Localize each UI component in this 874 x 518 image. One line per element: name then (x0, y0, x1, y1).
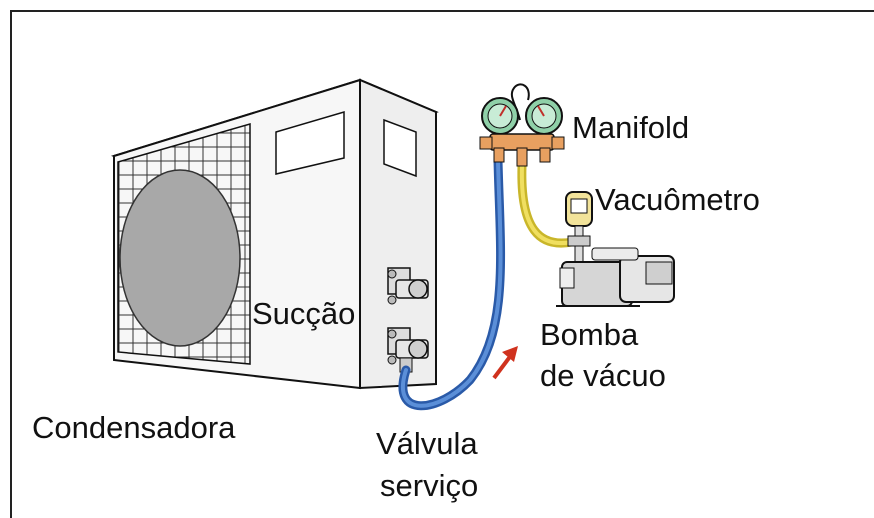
label-manifold: Manifold (572, 110, 690, 145)
condenser-fan (119, 169, 241, 347)
frame-left-border (10, 10, 12, 518)
manifold-gauge-set (479, 83, 565, 167)
yellow-hose (517, 161, 577, 248)
label-bomba-line2: de vácuo (540, 358, 666, 393)
label-succao: Sucção (252, 296, 356, 331)
label-bomba-line1: Bomba (540, 317, 639, 352)
frame-top-border (10, 10, 874, 12)
label-vacuometro: Vacuômetro (595, 182, 760, 217)
label-condensadora: Condensadora (32, 410, 236, 445)
label-valvula-line2: serviço (380, 468, 479, 503)
vacuum-pump (556, 247, 675, 307)
condenser-side (359, 78, 437, 390)
condenser-front-label-plate (275, 110, 345, 175)
vacuum-gauge (565, 191, 593, 263)
condenser-unit (110, 78, 439, 390)
flow-arrow (492, 346, 518, 380)
condenser-side-label-plate (383, 118, 417, 178)
suction-valve (387, 267, 429, 305)
label-valvula-line1: Válvula (376, 426, 478, 461)
